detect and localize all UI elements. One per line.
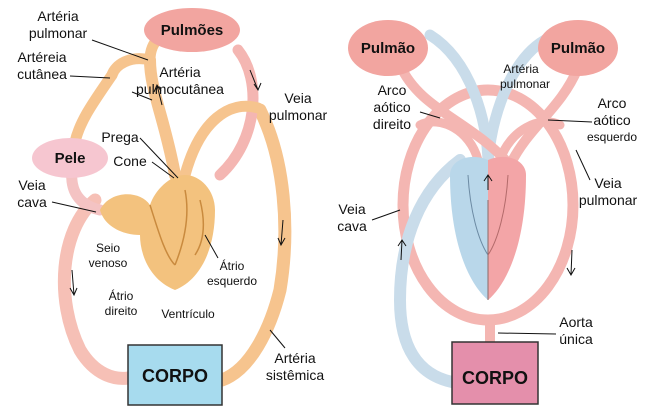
label-r-veia-cava-1: Veia bbox=[338, 201, 365, 217]
label-pulmocutanea-2: pulmocutânea bbox=[136, 81, 224, 97]
label-veia-cava-2: cava bbox=[17, 194, 47, 210]
label-seio-venoso-1: Seio bbox=[96, 241, 120, 255]
label-arco-esquerdo-2: aótico bbox=[593, 112, 631, 128]
label-arteria-cutanea-1: Artéreia bbox=[17, 49, 66, 65]
label-veia-pulmonar-2: pulmonar bbox=[269, 107, 328, 123]
body-label-right: CORPO bbox=[462, 368, 528, 388]
label-prega: Prega bbox=[101, 129, 139, 145]
label-r-veia-pulmonar-2: pulmonar bbox=[579, 192, 638, 208]
label-arteria-sistemica-2: sistêmica bbox=[266, 367, 325, 383]
amphibian-heart bbox=[100, 175, 215, 290]
label-atrio-esquerdo-1: Átrio bbox=[220, 258, 245, 273]
label-r-veia-cava-2: cava bbox=[337, 218, 367, 234]
label-r-arteria-pulmonar-1: Artéria bbox=[503, 62, 539, 76]
lung-left-label: Pulmão bbox=[361, 40, 415, 57]
systemic-artery-vessel bbox=[222, 110, 285, 380]
label-veia-pulmonar-1: Veia bbox=[284, 90, 311, 106]
label-arco-direito-2: aótico bbox=[373, 99, 411, 115]
label-arteria-sistemica-1: Artéria bbox=[274, 350, 315, 366]
label-r-veia-pulmonar-1: Veia bbox=[594, 175, 621, 191]
label-cone: Cone bbox=[113, 153, 147, 169]
label-atrio-esquerdo-2: esquerdo bbox=[207, 274, 257, 288]
label-r-arteria-pulmonar-2: pulmonar bbox=[500, 77, 550, 91]
label-pulmocutanea-1: Artéria bbox=[159, 64, 200, 80]
label-arco-direito-1: Arco bbox=[378, 82, 407, 98]
reptile-circulation: Pulmão Pulmão CORPO Artéria pulmonar Arc… bbox=[337, 20, 637, 404]
label-atrio-direito-1: Átrio bbox=[109, 288, 134, 303]
label-aorta-2: única bbox=[559, 331, 593, 347]
body-label-left: CORPO bbox=[142, 366, 208, 386]
label-arteria-pulmonar-1: Artéria bbox=[37, 8, 78, 24]
label-veia-cava-1: Veia bbox=[18, 177, 45, 193]
label-arco-esquerdo-1: Arco bbox=[598, 95, 627, 111]
label-arco-direito-3: direito bbox=[373, 116, 411, 132]
label-atrio-direito-2: direito bbox=[105, 304, 138, 318]
label-ventriculo: Ventrículo bbox=[161, 307, 215, 321]
amphibian-circulation: Pulmões Pele CORPO Artéria pulmonar Arté… bbox=[17, 8, 327, 405]
label-aorta-1: Aorta bbox=[559, 314, 593, 330]
label-arco-esquerdo-3: esquerdo bbox=[587, 130, 637, 144]
lung-right-label: Pulmão bbox=[551, 40, 605, 57]
label-arteria-pulmonar-2: pulmonar bbox=[29, 25, 88, 41]
label-seio-venoso-2: venoso bbox=[89, 256, 128, 270]
label-arteria-cutanea-2: cutânea bbox=[17, 66, 67, 82]
lungs-label: Pulmões bbox=[161, 22, 224, 39]
skin-label: Pele bbox=[55, 150, 86, 167]
